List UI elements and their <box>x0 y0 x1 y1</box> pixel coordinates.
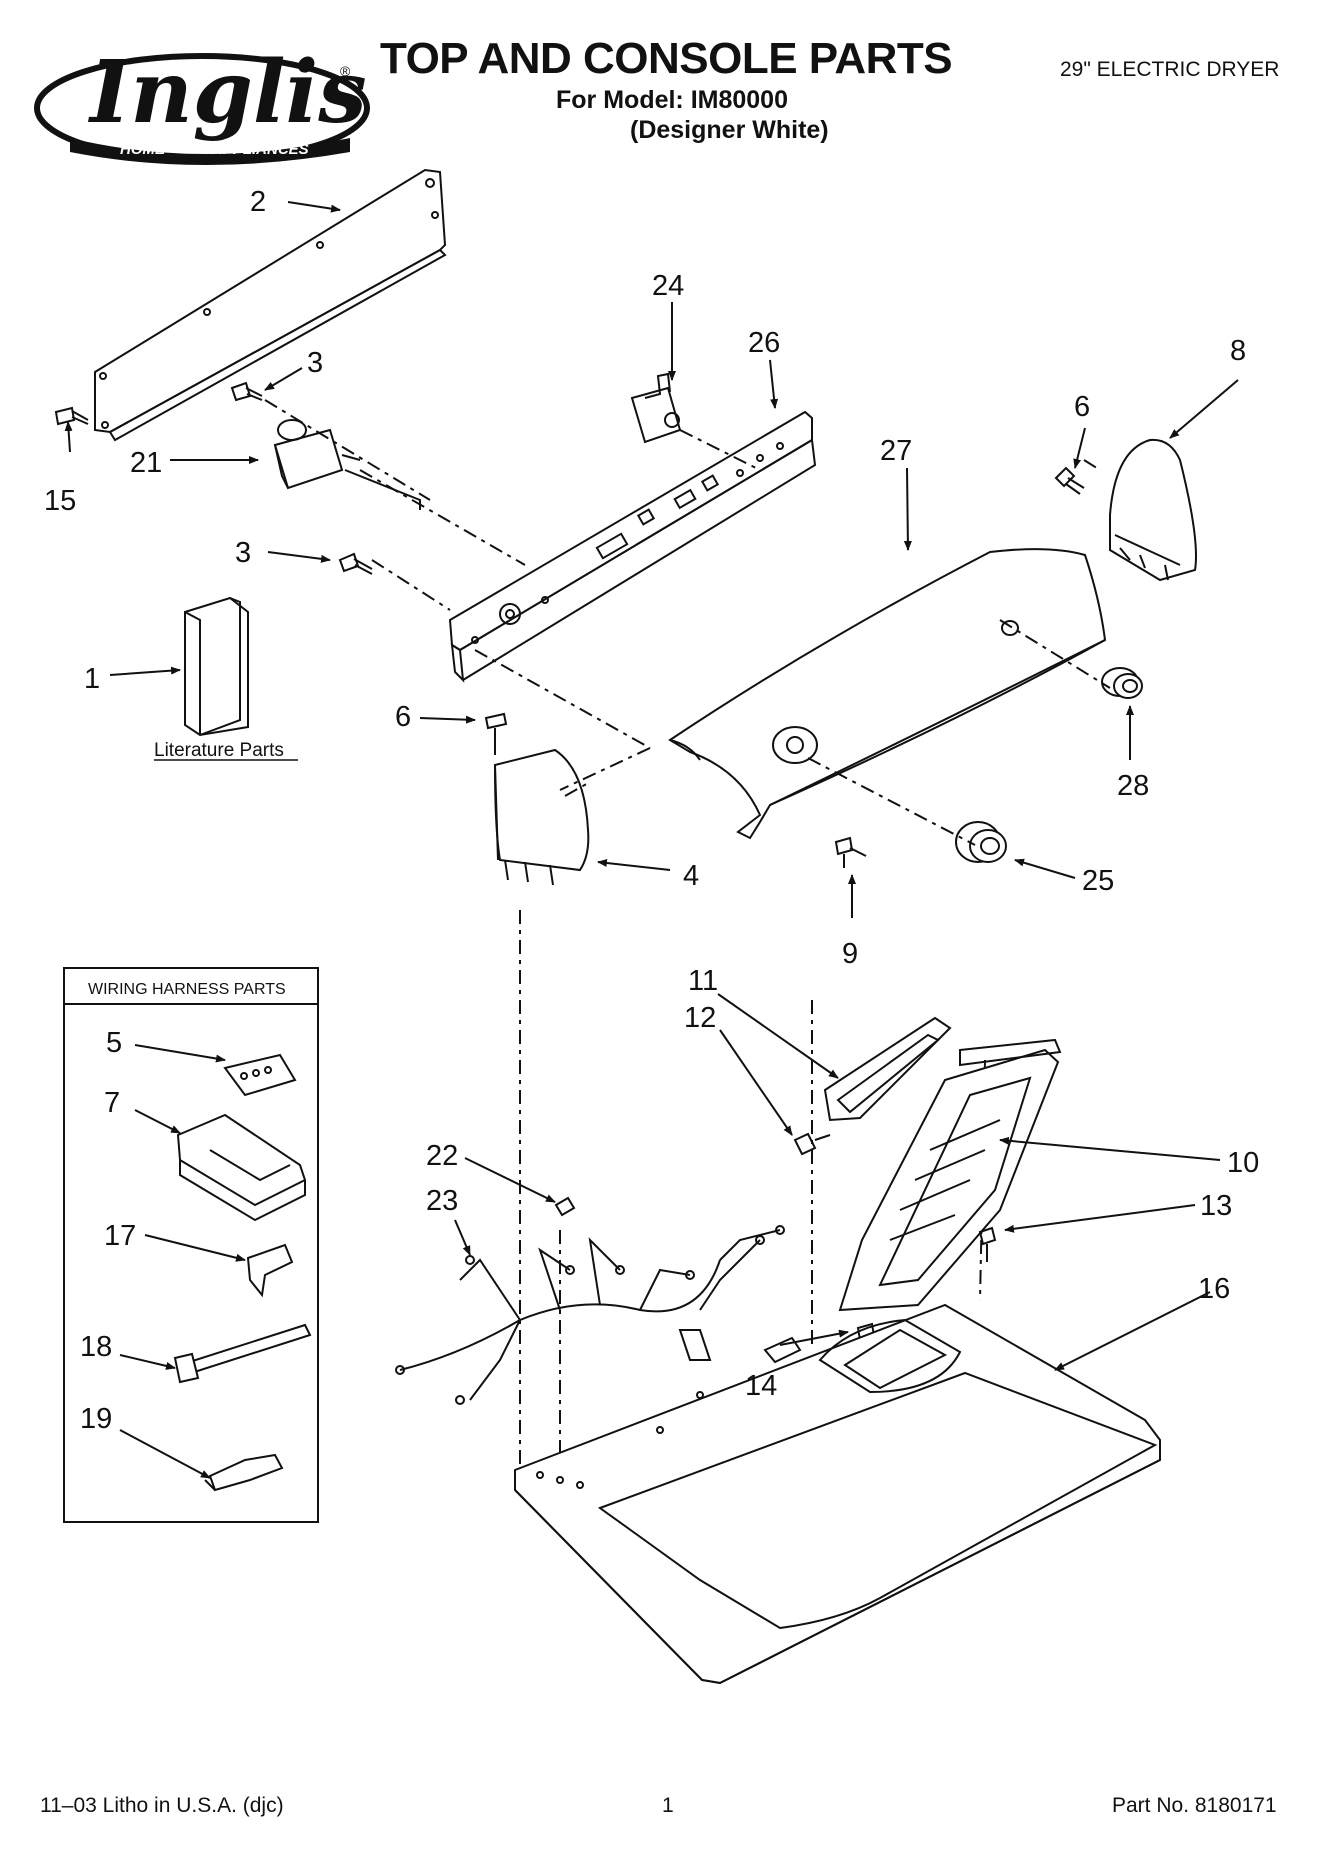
callout-12: 12 <box>684 1002 716 1034</box>
part-7-terminal-block <box>176 1113 307 1222</box>
part-22-clip <box>554 1196 576 1217</box>
callout-18: 18 <box>80 1331 112 1363</box>
callout-22: 22 <box>426 1140 458 1172</box>
part-1-literature <box>184 596 249 737</box>
callout-9: 9 <box>842 938 858 970</box>
callout-7: 7 <box>104 1087 120 1119</box>
part-19-terminal <box>204 1453 284 1492</box>
part-25-knob <box>955 821 1007 863</box>
part-23-wiring-harness <box>395 1225 785 1405</box>
svg-text:APPLIANCES: APPLIANCES <box>211 141 309 158</box>
part-11-vent-cover <box>823 1016 952 1122</box>
callout-15: 15 <box>44 485 76 517</box>
wiring-harness-parts-box <box>63 967 319 1523</box>
callout-3-lower: 3 <box>235 537 251 569</box>
part-18-cable-tie <box>173 1323 312 1384</box>
svg-text:HOME: HOME <box>120 141 166 158</box>
part-10-lint-screen <box>838 1038 1062 1312</box>
callout-14: 14 <box>745 1370 777 1402</box>
callout-17: 17 <box>104 1220 136 1252</box>
part-12-clip <box>793 1132 831 1156</box>
page-number: 1 <box>662 1794 674 1817</box>
svg-text:®: ® <box>340 63 351 79</box>
callout-23: 23 <box>426 1185 458 1217</box>
literature-parts-label: Literature Parts <box>154 740 284 761</box>
part-3-screw-lower <box>338 552 373 575</box>
product-type: 29" ELECTRIC DRYER <box>1060 58 1280 81</box>
callout-1: 1 <box>84 663 100 695</box>
callout-6-lower: 6 <box>395 701 411 733</box>
part-15-screw <box>54 406 89 426</box>
callout-11: 11 <box>688 965 718 997</box>
part-13-screw <box>978 1226 997 1262</box>
callout-27: 27 <box>880 435 912 467</box>
model-variant: (Designer White) <box>630 116 829 144</box>
part-8-end-cap-right <box>1109 438 1197 582</box>
part-27-console <box>668 548 1107 840</box>
callout-13: 13 <box>1200 1190 1232 1222</box>
callout-6-upper: 6 <box>1074 391 1090 423</box>
part-24-switch <box>630 372 682 444</box>
callout-4: 4 <box>683 860 699 892</box>
part-5-connector <box>223 1053 297 1097</box>
svg-text:Inglis: Inglis <box>87 42 367 143</box>
model-line: For Model: IM80000 <box>556 86 788 114</box>
callout-21: 21 <box>130 447 162 479</box>
part-28-knob <box>1101 667 1143 699</box>
callout-28: 28 <box>1117 770 1149 802</box>
part-number: Part No. 8180171 <box>1112 1794 1277 1817</box>
callout-2: 2 <box>250 186 266 218</box>
callout-5: 5 <box>106 1027 122 1059</box>
part-16-top-panel <box>514 1303 1161 1685</box>
part-3-screw-upper <box>230 381 263 402</box>
callout-10: 10 <box>1227 1147 1259 1179</box>
callout-8: 8 <box>1230 335 1246 367</box>
callout-16: 16 <box>1198 1273 1230 1305</box>
part-2-rear-trim <box>94 168 447 442</box>
inglis-logo: Inglis ® HOME APPLIANCES <box>34 42 370 165</box>
part-9-screw <box>834 836 867 868</box>
part-17-clip <box>246 1243 294 1298</box>
callout-19: 19 <box>80 1403 112 1435</box>
leader-arrows <box>64 201 1239 1479</box>
callout-25: 25 <box>1082 865 1114 897</box>
callout-26: 26 <box>748 327 780 359</box>
page-title: TOP AND CONSOLE PARTS <box>380 34 953 83</box>
wiring-harness-box-title: WIRING HARNESS PARTS <box>88 981 286 998</box>
part-26-console-panel <box>448 410 817 683</box>
part-4-end-cap-left <box>493 748 590 886</box>
part-6-screw-lower <box>484 712 508 755</box>
callout-24: 24 <box>652 270 684 302</box>
callout-3-upper: 3 <box>307 347 323 379</box>
callout-labels: 2 3 15 21 3 1 24 26 27 8 6 28 25 9 4 6 1… <box>44 186 1259 1435</box>
part-6-screw-upper <box>1054 466 1085 495</box>
print-info: 11–03 Litho in U.S.A. (djc) <box>40 1794 284 1817</box>
part-21-timer <box>273 419 421 510</box>
